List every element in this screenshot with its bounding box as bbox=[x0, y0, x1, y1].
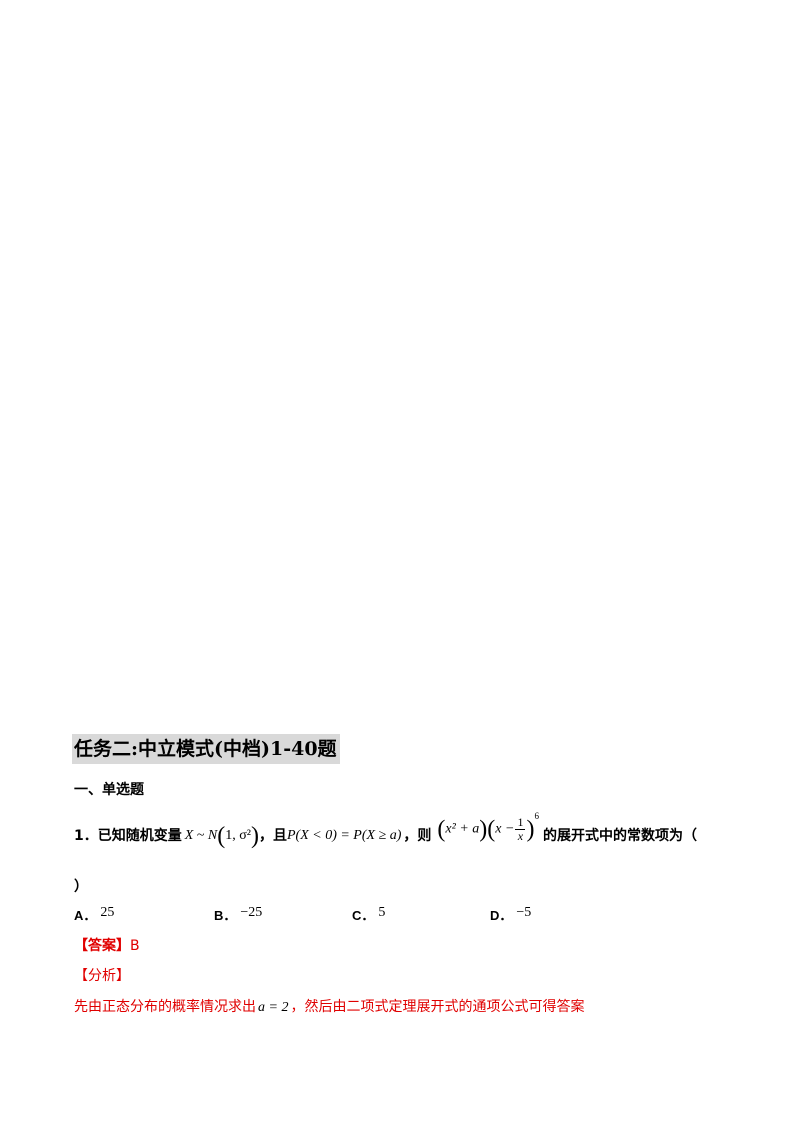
paren-close: ) bbox=[250, 822, 259, 849]
option-letter: B． bbox=[214, 908, 237, 923]
option-c[interactable]: C．5 bbox=[352, 905, 385, 928]
dist-name: N bbox=[207, 827, 218, 843]
analysis-text-2: ，然后由二项式定理展开式的通项公式可得答案 bbox=[290, 999, 585, 1015]
fraction-denominator: x bbox=[517, 829, 524, 843]
paren-open: ( bbox=[487, 816, 496, 843]
section-subheading: 一、单选题 bbox=[74, 782, 144, 798]
exponent: 6 bbox=[534, 810, 539, 821]
answer-value: B bbox=[130, 938, 140, 954]
option-a[interactable]: A．25 bbox=[74, 905, 114, 928]
dist-params: 1, σ² bbox=[225, 827, 251, 843]
fraction-numerator: 1 bbox=[515, 815, 526, 830]
answer-line: 【答案】B bbox=[74, 935, 140, 957]
option-d[interactable]: D．−5 bbox=[490, 905, 531, 928]
question-text-4: 的展开式中的常数项为（ bbox=[542, 827, 697, 844]
question-text-2: ，且 bbox=[258, 827, 287, 844]
question-text-1: 已知随机变量 bbox=[97, 827, 182, 844]
question-text-3: ，则 bbox=[403, 827, 432, 844]
option-letter: A． bbox=[74, 908, 97, 923]
option-value: 25 bbox=[100, 905, 115, 920]
factor-2-x: x − bbox=[495, 821, 515, 837]
distribution-formula: X ~ N(1, σ²) bbox=[185, 824, 259, 848]
dist-tilde: ~ bbox=[193, 827, 208, 843]
paren-close: ) bbox=[479, 816, 488, 843]
answer-options: A．25 B．−25 C．5 D．−5 bbox=[74, 905, 734, 929]
dist-variable: X bbox=[184, 827, 194, 843]
answer-tag: 【答案】 bbox=[74, 938, 130, 954]
factor-1: x² + a bbox=[445, 821, 480, 837]
paren-open: ( bbox=[437, 816, 446, 843]
probability-condition: P(X < 0) = P(X ≥ a) bbox=[286, 827, 402, 843]
option-b[interactable]: B．−25 bbox=[214, 905, 262, 928]
option-letter: C． bbox=[352, 908, 375, 923]
option-value: 5 bbox=[378, 905, 386, 920]
option-letter: D． bbox=[490, 908, 513, 923]
question-1: 1． 已知随机变量 X ~ N(1, σ²) ，且 P(X < 0) = P(X… bbox=[74, 808, 734, 895]
paren-close: ) bbox=[526, 816, 535, 843]
section-title: 任务二:中立模式(中档)1-40题 bbox=[72, 734, 340, 764]
question-line: 1． 已知随机变量 X ~ N(1, σ²) ，且 P(X < 0) = P(X… bbox=[74, 811, 697, 849]
option-value: −5 bbox=[516, 905, 532, 920]
option-value: −25 bbox=[240, 905, 263, 920]
analysis-math: a = 2 bbox=[258, 1000, 289, 1015]
paren-open: ( bbox=[217, 822, 226, 849]
analysis-text-1: 先由正态分布的概率情况求出 bbox=[74, 999, 256, 1015]
question-close-paren: ） bbox=[74, 879, 88, 895]
analysis-tag: 【分析】 bbox=[74, 968, 130, 984]
question-number: 1． bbox=[74, 827, 98, 844]
